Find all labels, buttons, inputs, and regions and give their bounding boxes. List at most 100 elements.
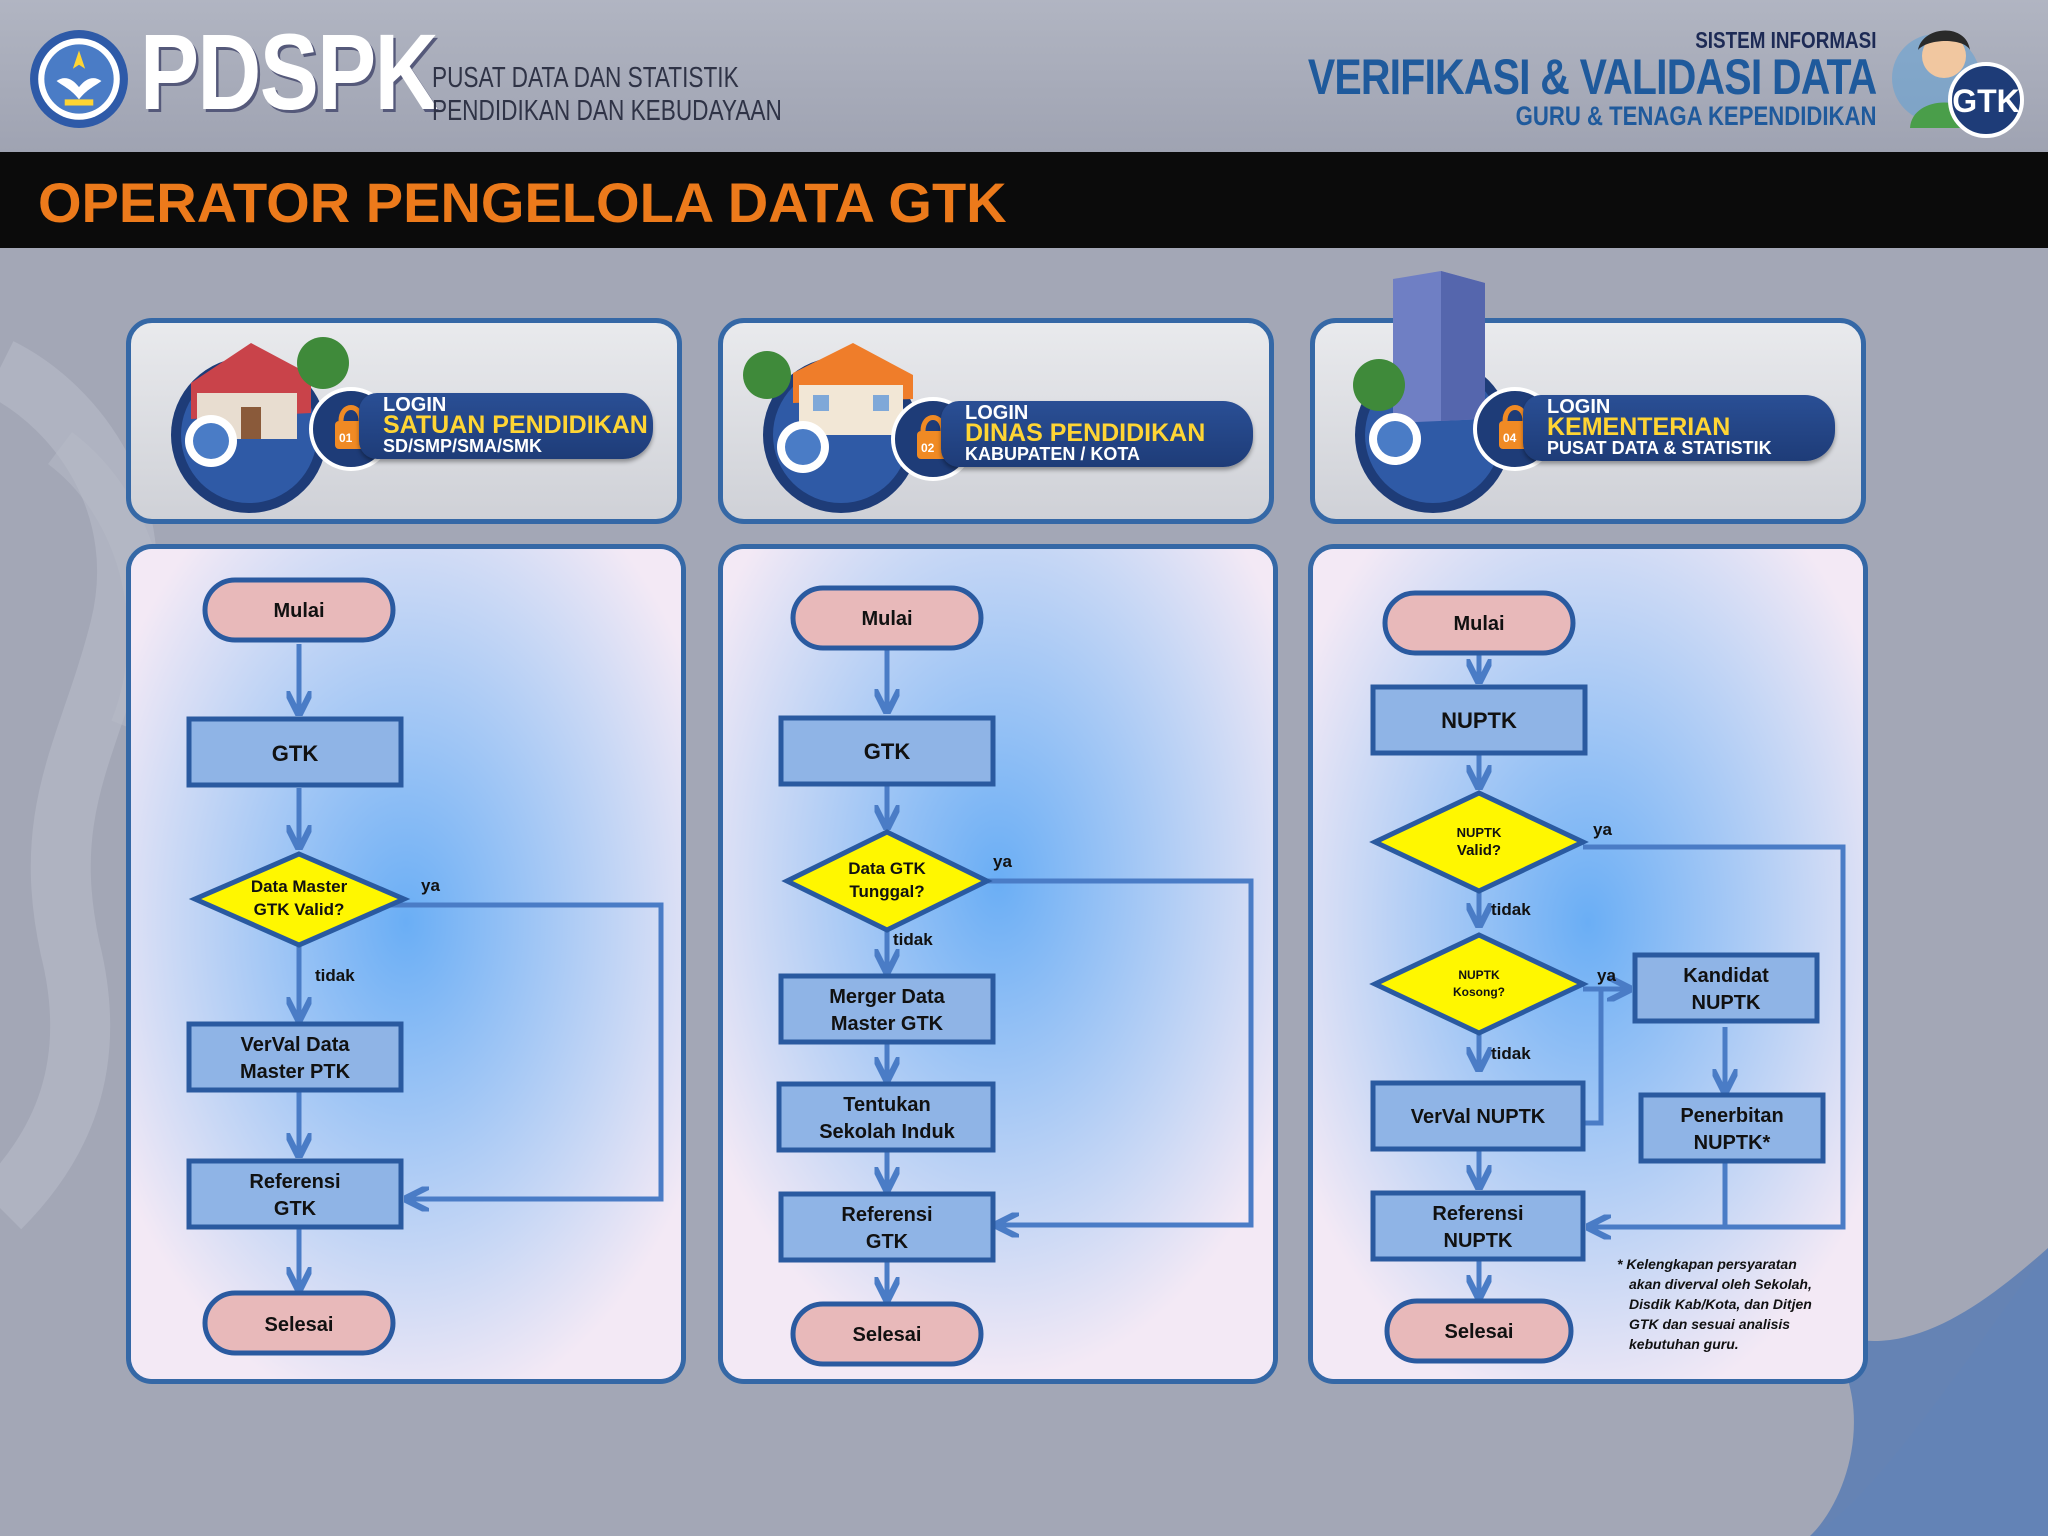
login-badge-01: 01 [339, 431, 353, 445]
referensi-label-line1: Referensi [841, 1204, 932, 1226]
start-label: Mulai [861, 608, 912, 630]
decision-valid-label-line1: NUPTK [1457, 825, 1502, 840]
login-card-satuan-pendidikan[interactable]: LOGIN SATUAN PENDIDIKAN SD/SMP/SMA/SMK 0… [126, 318, 682, 524]
end-label: Selesai [853, 1324, 922, 1346]
referensi-process [778, 1191, 996, 1263]
merger-process [778, 973, 996, 1045]
login-banner-dinas-pendidikan: LOGIN DINAS PENDIDIKAN KABUPATEN / KOTA [941, 401, 1253, 467]
start-terminal [202, 577, 396, 643]
background-ornament [0, 341, 2048, 1536]
gtk-process [186, 716, 404, 788]
login-card-kementerian[interactable]: LOGIN KEMENTERIAN PUSAT DATA & STATISTIK… [1310, 271, 1866, 524]
system-title-sub: GURU & TENAGA KEPENDIDIKAN [1515, 101, 1876, 131]
end-terminal [790, 1301, 984, 1367]
referensi-label-line2: GTK [866, 1231, 909, 1253]
login-card-dinas-pendidikan[interactable]: LOGIN DINAS PENDIDIKAN KABUPATEN / KOTA … [718, 318, 1274, 524]
title-bar [0, 152, 2048, 248]
penerbitan-label-line2: NUPTK* [1694, 1132, 1771, 1154]
login-badge-02: 02 [921, 441, 935, 455]
footnote-line2: akan diverval oleh Sekolah, [1629, 1276, 1812, 1292]
end-terminal [202, 1290, 396, 1356]
flowchart-dinas-pendidikan: Mulai GTK Data GTK Tunggal? ya tidak Mer… [718, 544, 1278, 1384]
kosong-yes-label: ya [1597, 966, 1616, 985]
flowchart-satuan-pendidikan: Mulai GTK Data Master GTK Valid? ya tida… [126, 544, 686, 1384]
login-illustration-school [171, 337, 393, 513]
login-banner-kementerian: LOGIN KEMENTERIAN PUSAT DATA & STATISTIK [1523, 395, 1835, 461]
penerbitan-label-line1: Penerbitan [1680, 1105, 1783, 1127]
footnote-line3: Disdik Kab/Kota, dan Ditjen [1629, 1296, 1812, 1312]
end-terminal [1384, 1298, 1574, 1364]
end-label: Selesai [265, 1314, 334, 1336]
verval-process [186, 1021, 404, 1093]
referensi-nuptk-process [1370, 1190, 1586, 1262]
decision-master-valid [188, 851, 411, 948]
login-label: LOGIN [965, 402, 1029, 424]
verval-label-line1: VerVal Data [241, 1034, 351, 1056]
merger-label-line2: Master GTK [831, 1013, 944, 1035]
yes-label: ya [993, 852, 1012, 871]
brand-subtitle-line1: PUSAT DATA DAN STATISTIK [432, 62, 739, 94]
kandidat-label-line1: Kandidat [1683, 965, 1769, 987]
decision-data-tunggal [781, 829, 993, 933]
gtk-label: GTK [864, 739, 911, 764]
sekolah-induk-process [776, 1081, 996, 1153]
decision-valid-label-line2: Valid? [1457, 842, 1501, 859]
nuptk-label: NUPTK [1441, 708, 1517, 733]
start-terminal [790, 585, 984, 651]
login-label: LOGIN [1547, 396, 1611, 418]
valid-no-label: tidak [1491, 900, 1531, 919]
login-role: SATUAN PENDIDIKAN [383, 411, 648, 439]
kandidat-label-line2: NUPTK [1692, 992, 1761, 1014]
nuptk-process [1370, 684, 1588, 756]
decision-nuptk-kosong [1369, 932, 1589, 1036]
no-label: tidak [315, 966, 355, 985]
login-banner-satuan-pendidikan: LOGIN SATUAN PENDIDIKAN SD/SMP/SMA/SMK [359, 393, 653, 459]
login-scope: KABUPATEN / KOTA [965, 444, 1140, 464]
system-title: SISTEM INFORMASI VERIFIKASI & VALIDASI D… [1307, 28, 1876, 130]
flowchart-kementerian: Mulai NUPTK NUPTK Valid? ya tidak NUPTK … [1308, 544, 1868, 1384]
system-title-small: SISTEM INFORMASI [1694, 27, 1876, 53]
verval-nuptk-process [1370, 1080, 1586, 1152]
gtk-logo: GTK [1892, 30, 2024, 138]
footnote-line4: GTK dan sesuai analisis [1629, 1316, 1790, 1332]
yes-label: ya [421, 876, 440, 895]
footnote: * Kelengkapan persyaratan akan diverval … [1617, 1256, 1812, 1352]
login-scope: SD/SMP/SMA/SMK [383, 436, 543, 456]
kosong-no-label: tidak [1491, 1044, 1531, 1063]
start-terminal [1382, 590, 1576, 656]
referensi-label-line1: Referensi [249, 1171, 340, 1193]
end-label: Selesai [1445, 1321, 1514, 1343]
login-scope: PUSAT DATA & STATISTIK [1547, 438, 1772, 458]
login-role: DINAS PENDIDIKAN [965, 419, 1206, 447]
decision-label-line1: Data GTK [848, 859, 926, 878]
login-illustration-office [743, 343, 975, 513]
verval-nuptk-label: VerVal NUPTK [1411, 1106, 1546, 1128]
no-label: tidak [893, 930, 933, 949]
decision-label-line2: Tunggal? [849, 882, 924, 901]
decision-label-line1: Data Master [251, 877, 348, 896]
footnote-line5: kebutuhan guru. [1629, 1336, 1739, 1352]
verval-label-line2: Master PTK [240, 1061, 351, 1083]
brand-subtitle-line2: PENDIDIKAN DAN KEBUDAYAAN [432, 95, 782, 127]
decision-kosong-label-line2: Kosong? [1453, 985, 1505, 999]
referensi-process [186, 1158, 404, 1230]
brand-name: PDSPK [140, 11, 439, 132]
referensi-nuptk-label-line1: Referensi [1432, 1203, 1523, 1225]
gtk-label: GTK [272, 741, 319, 766]
referensi-nuptk-label-line2: NUPTK [1444, 1230, 1513, 1252]
decision-kosong-label-line1: NUPTK [1458, 968, 1500, 982]
footnote-line1: * Kelengkapan persyaratan [1617, 1256, 1797, 1272]
decision-nuptk-valid [1369, 790, 1589, 894]
brand-subtitle: PUSAT DATA DAN STATISTIK PENDIDIKAN DAN … [432, 62, 782, 128]
login-label: LOGIN [383, 394, 447, 416]
login-role: KEMENTERIAN [1547, 413, 1731, 441]
sekolah-induk-label-line1: Tentukan [843, 1094, 930, 1116]
gtk-process [778, 715, 996, 787]
header-bar [0, 0, 2048, 152]
penerbitan-nuptk-process [1638, 1092, 1826, 1164]
system-title-main: VERIFIKASI & VALIDASI DATA [1307, 49, 1876, 105]
valid-yes-label: ya [1593, 820, 1612, 839]
referensi-label-line2: GTK [274, 1198, 317, 1220]
start-label: Mulai [1453, 613, 1504, 635]
gtk-badge-text: GTK [1952, 83, 2020, 119]
